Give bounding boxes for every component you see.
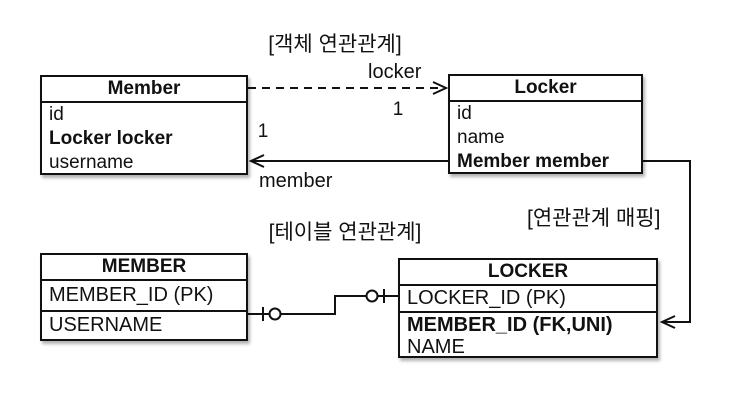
locker-table-title: LOCKER [400,260,656,286]
member-multiplicity-label: 1 [257,121,269,142]
solid-arrow-member-reference [248,154,448,168]
member-class-title: Member [42,77,246,103]
table-relationship-connector [248,289,398,321]
member-class-field: Locker locker [49,128,173,149]
member-table-row: MEMBER_ID (PK) [49,284,214,306]
locker-class-field: id [457,103,472,124]
member-role-label: member [259,170,333,192]
member-table-title: MEMBER [42,255,246,281]
locker-class-title: Locker [450,76,641,102]
member-class-field: id [49,104,64,125]
locker-table-fk-row: MEMBER_ID (FK,UNI) [407,314,613,336]
member-table-box: MEMBER MEMBER_ID (PK) USERNAME [40,253,248,341]
open-arrowhead-icon [432,81,449,95]
locker-class-field: Member member [457,151,610,172]
open-arrowhead-icon [659,315,676,329]
locker-table-box: LOCKER LOCKER_ID (PK) MEMBER_ID (FK,UNI)… [398,258,658,358]
member-class-field: username [49,152,134,173]
table-association-label: [테이블 연관관계] [268,221,422,244]
open-arrowhead-icon [248,154,265,168]
locker-multiplicity-label: 1 [392,99,404,120]
locker-table-row: NAME [407,336,465,358]
locker-table-row: LOCKER_ID (PK) [407,287,566,309]
zero-circle-marker [268,307,282,321]
locker-class-box: Locker id name Member member [448,74,643,174]
zero-circle-marker [365,289,379,303]
member-class-box: Member id Locker locker username [40,75,248,175]
locker-role-label: locker [368,61,422,83]
association-mapping-label: [연관관계 매핑] [527,207,661,230]
member-table-row: USERNAME [42,310,246,339]
object-association-label: [객체 연관관계] [268,33,402,56]
locker-class-field: name [457,127,505,148]
